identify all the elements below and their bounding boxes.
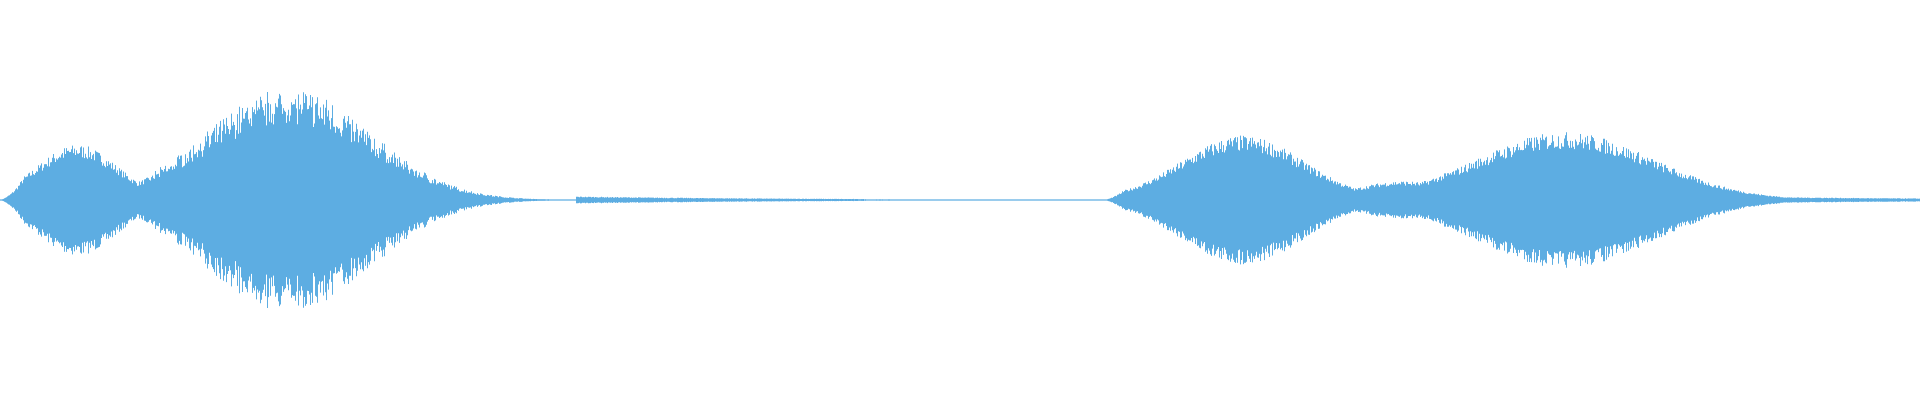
waveform-bars	[2, 92, 1920, 308]
